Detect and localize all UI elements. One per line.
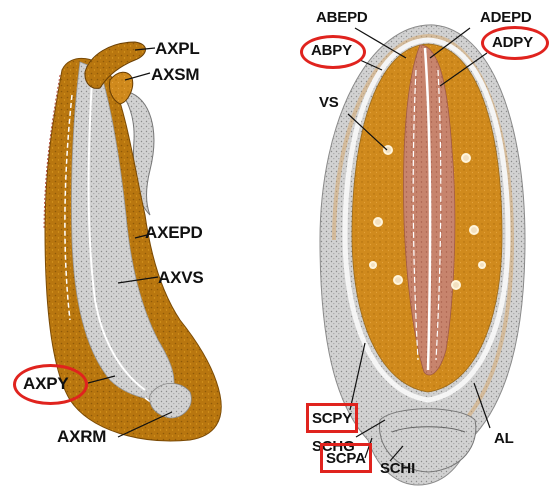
label-abepd: ABEPD [316,9,368,26]
label-axvs: AXVS [158,268,204,287]
label-axpl: AXPL [155,39,200,58]
label-scpy: SCPY [312,410,352,427]
label-axsm: AXSM [151,65,199,84]
label-adpy: ADPY [492,34,533,51]
label-axpy: AXPY [23,374,69,393]
label-adepd: ADEPD [480,9,532,26]
label-schi: SCHI [380,460,415,477]
label-scpa: SCPA [326,450,366,467]
label-vs: VS [319,94,339,111]
label-axepd: AXEPD [145,223,203,242]
label-axrm: AXRM [57,427,106,446]
label-al: AL [494,430,514,447]
label-abpy: ABPY [311,42,352,59]
